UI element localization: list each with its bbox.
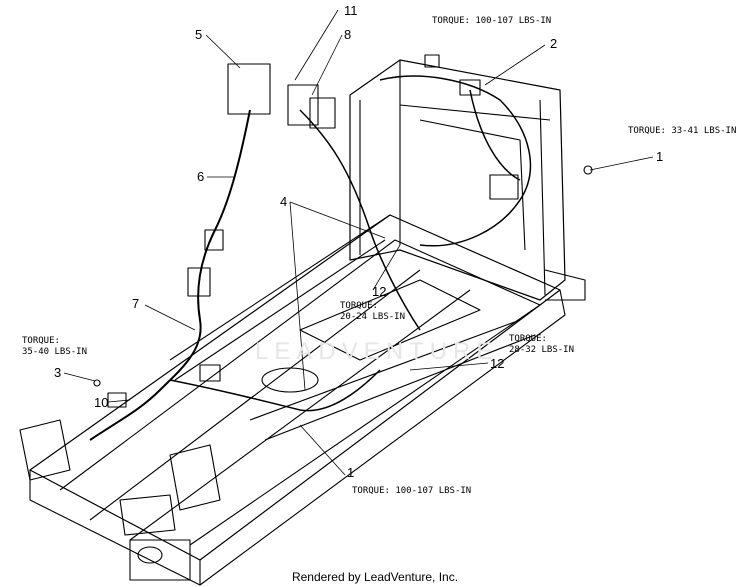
- callout-2: 2: [550, 36, 558, 51]
- callout-7: 7: [132, 296, 140, 311]
- callout-3: 3: [54, 365, 62, 380]
- callout-11: 11: [344, 3, 358, 18]
- torque-spec-right: TORQUE: 33-41 LBS-IN: [628, 126, 737, 136]
- leader-lines: [63, 9, 654, 476]
- callout-1-right: 1: [656, 149, 664, 164]
- callout-6: 6: [197, 169, 205, 184]
- footer-credit: Rendered by LeadVenture, Inc.: [291, 570, 459, 584]
- callout-4: 4: [280, 194, 288, 209]
- watermark: LEADVENTURE: [255, 338, 499, 365]
- frame-drawing: [19, 54, 593, 586]
- torque-spec-left: TORQUE: 35-40 LBS-IN: [22, 336, 88, 357]
- callout-10: 10: [94, 395, 109, 410]
- callout-5: 5: [195, 27, 203, 42]
- callout-8: 8: [344, 27, 352, 42]
- torque-spec-bottom: TORQUE: 100-107 LBS-IN: [352, 486, 472, 496]
- callout-12-lower: 12: [490, 356, 505, 371]
- torque-spec-center: TORQUE: 20-24 LBS-IN: [340, 301, 406, 322]
- callout-1-bottom: 1: [347, 465, 355, 480]
- torque-spec-right-lower: TORQUE: 28-32 LBS-IN: [509, 334, 575, 355]
- torque-spec-top: TORQUE: 100-107 LBS-IN: [432, 16, 552, 26]
- callout-12-upper: 12: [372, 284, 387, 299]
